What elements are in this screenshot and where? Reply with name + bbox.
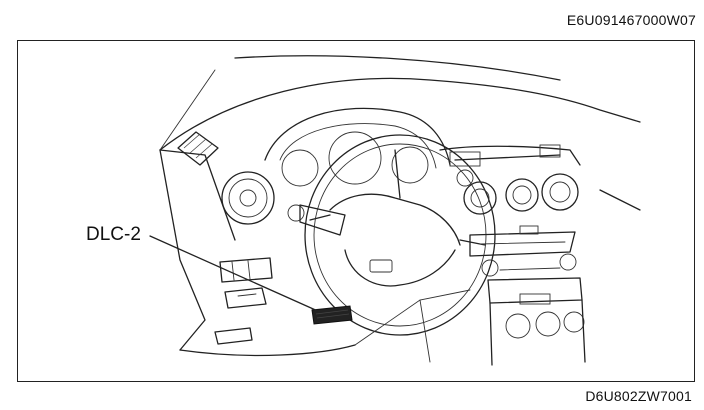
windshield-line [234,55,561,81]
right-round-air-vent [541,173,579,211]
gauge-center [328,131,382,185]
center-vent-left [463,181,497,215]
left-round-air-vent [221,171,275,225]
climate-knob-left [505,313,531,339]
left-lower-switch-panel [219,257,273,309]
instrument-cluster-hood [264,107,451,166]
climate-knob-right [563,311,585,333]
gauge-right [391,146,429,184]
dlc-2-connector [311,305,353,325]
center-vent-right [505,178,539,212]
climate-display [487,277,583,304]
climate-knob-center [535,311,561,337]
steering-wheel [304,134,496,336]
illustration-frame [17,40,695,382]
left-defroster-vent [177,131,219,166]
dashboard-top-outline [159,77,641,151]
callout-leader-line [149,235,321,313]
hood-release-lever [214,327,253,345]
dlc-2-callout-label: DLC-2 [86,224,141,245]
audio-unit [469,231,576,257]
gauge-left [281,149,319,187]
figure-reference-code: D6U802ZW7001 [585,388,692,404]
dashboard-left-panel [159,149,206,351]
steering-column [299,204,346,236]
document-reference-code: E6U091467000W07 [566,12,696,28]
center-console [439,144,641,366]
